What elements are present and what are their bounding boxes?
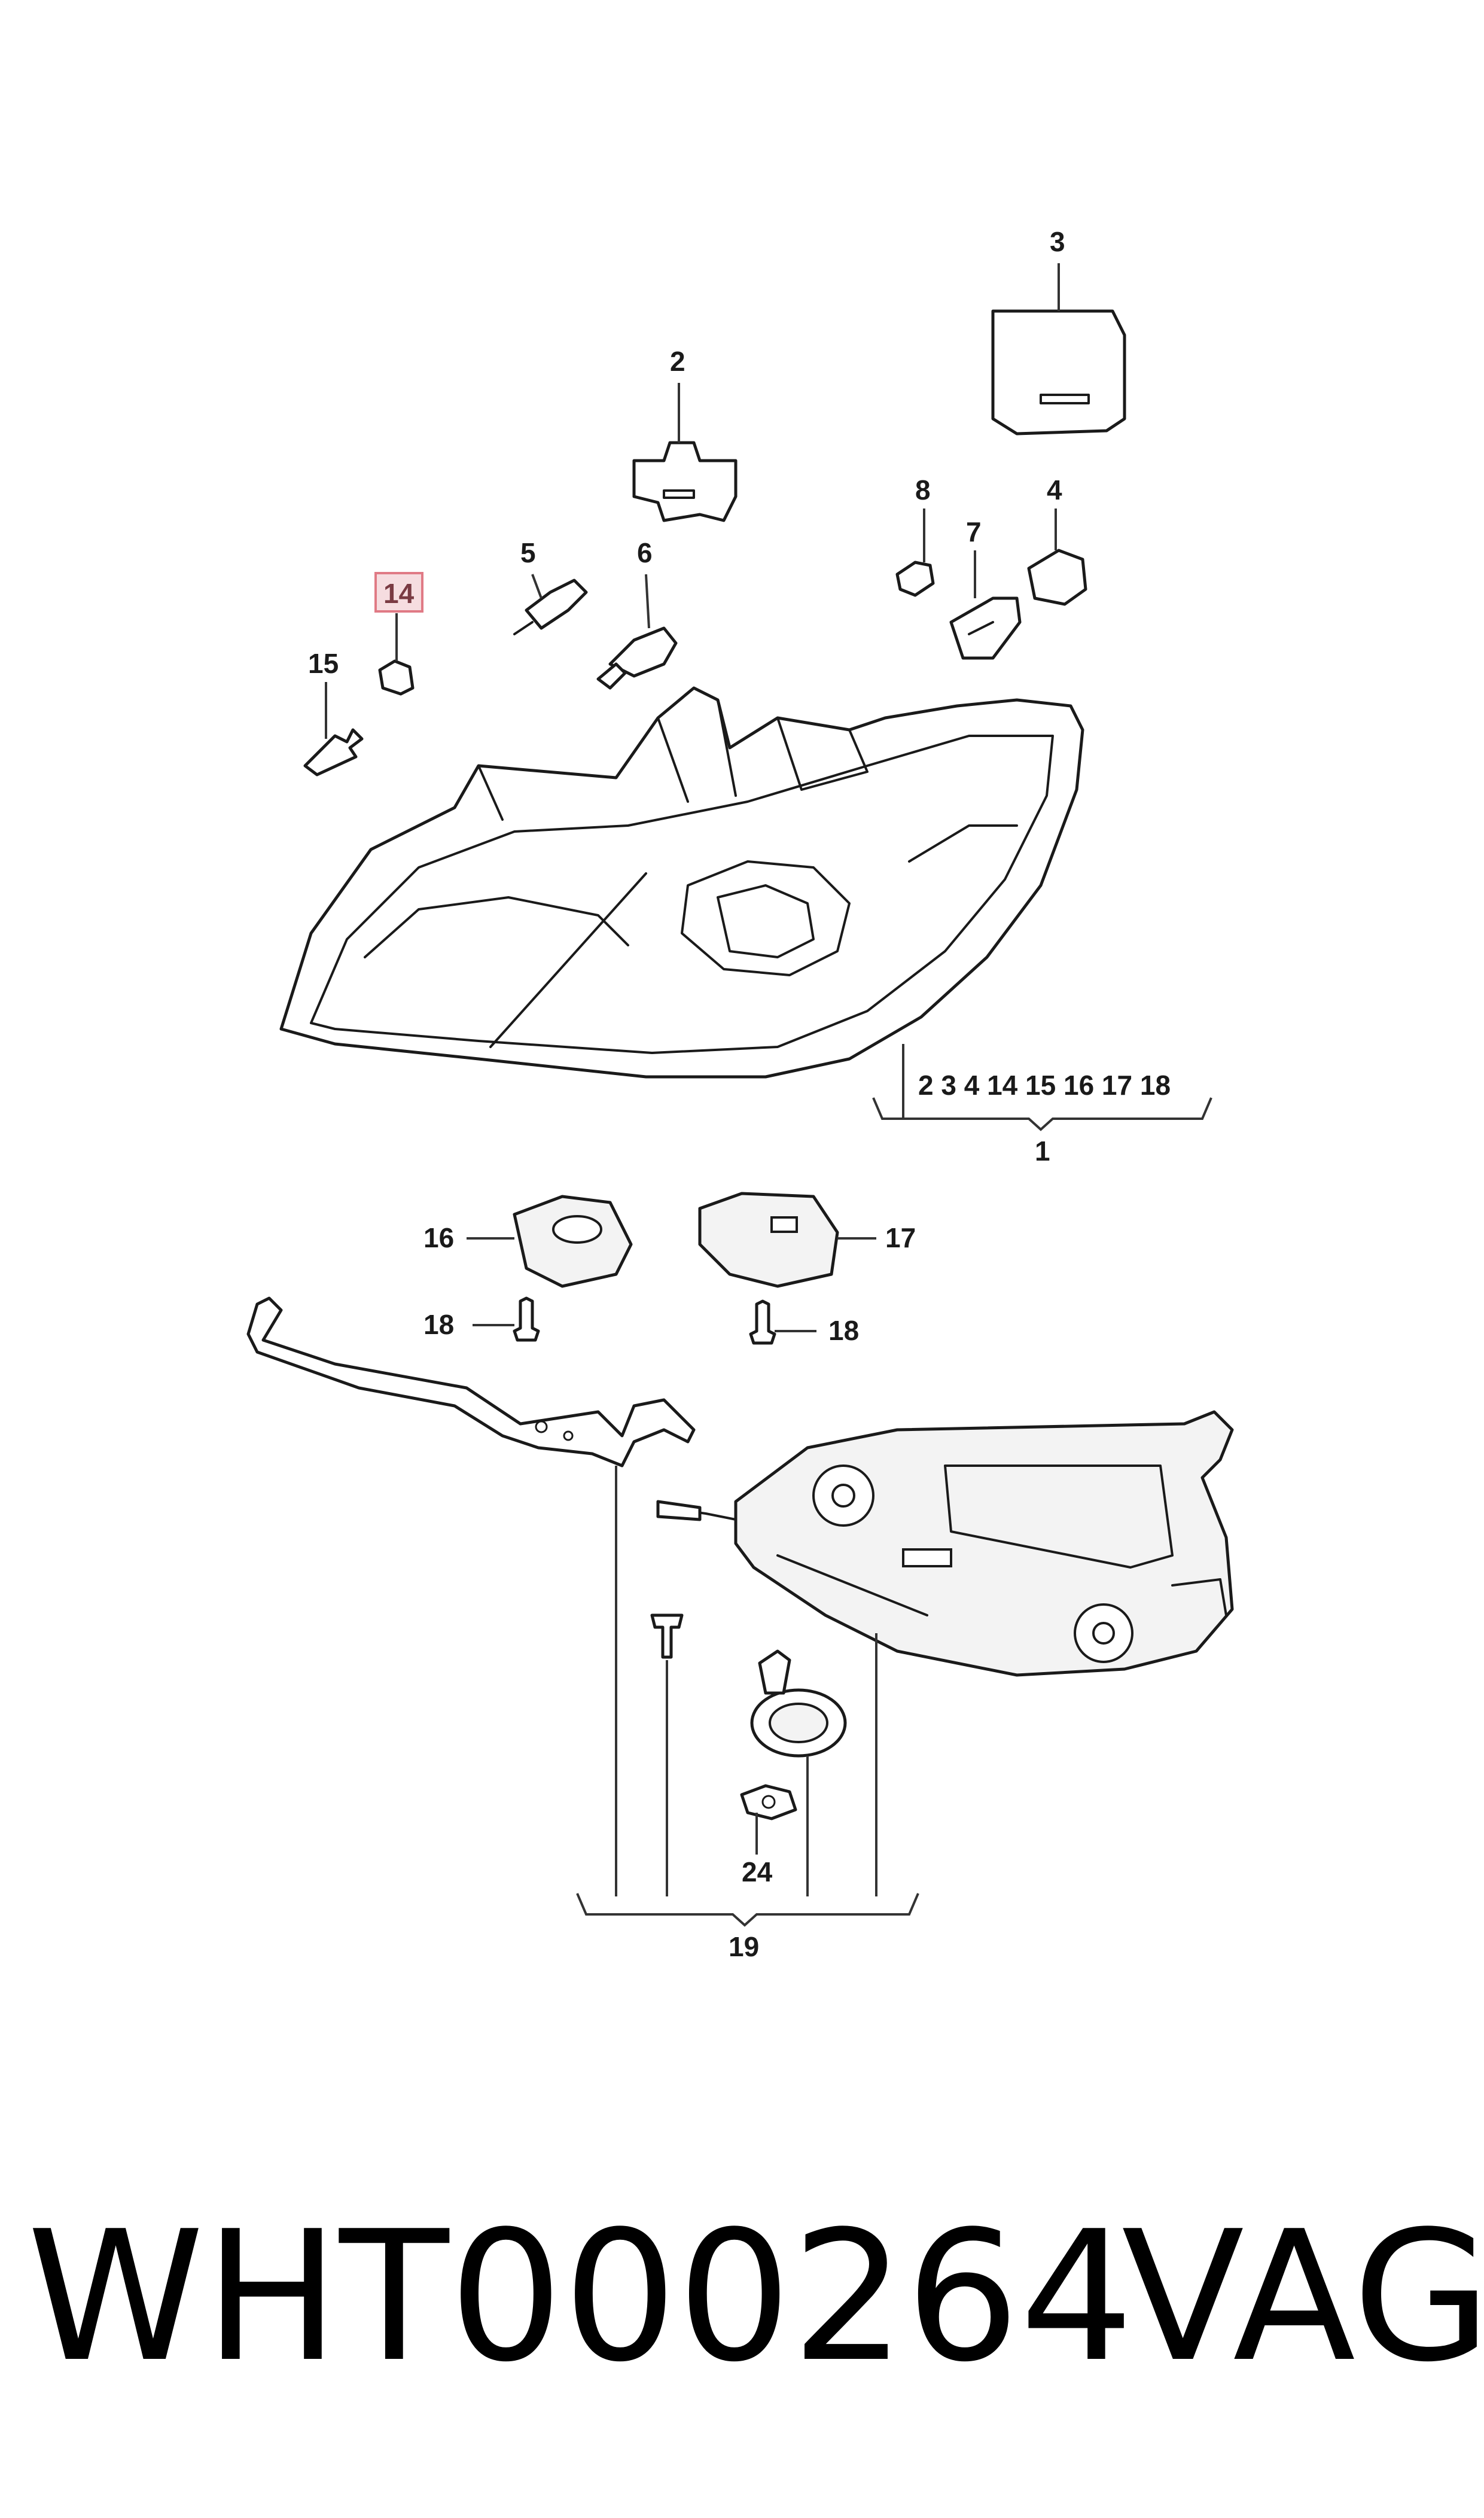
part-8-wedge-bulb xyxy=(895,509,935,597)
bolt xyxy=(650,1613,684,1659)
callout-17: 17 xyxy=(885,1222,916,1253)
bracket-arm xyxy=(246,1296,696,1467)
callout-18-right: 18 xyxy=(828,1315,859,1346)
part-4-bulb-holder xyxy=(1027,509,1087,606)
headlight-assembly xyxy=(279,686,1084,1079)
part-15-pin xyxy=(303,682,364,777)
callout-14[interactable]: 14 xyxy=(383,578,415,609)
callout-15: 15 xyxy=(308,648,339,679)
part-18-screw-left xyxy=(473,1296,540,1342)
footer: WHT000264 VAG xyxy=(0,2208,1484,2423)
part-number: WHT000264 xyxy=(27,2193,1134,2401)
part-5-bulb xyxy=(513,574,588,635)
callout-7: 7 xyxy=(966,516,982,547)
callout-19: 19 xyxy=(729,1931,759,1962)
callout-4: 4 xyxy=(1047,474,1062,506)
part-18-screw-right xyxy=(749,1299,816,1345)
parts-diagram: 2 3 4 14 15 16 17 18 1 2 3 5 6 8 7 xyxy=(246,226,1234,1962)
callout-5: 5 xyxy=(520,537,536,568)
part-24-washer xyxy=(740,1784,797,1855)
callout-6: 6 xyxy=(637,537,653,568)
levelling-housing xyxy=(656,1410,1234,1677)
group-1-bracket xyxy=(872,1044,1212,1131)
callout-14-highlight[interactable] xyxy=(374,572,423,613)
callout-2: 2 xyxy=(670,346,685,377)
part-3-cover-cap xyxy=(991,263,1126,436)
part-16-ballast xyxy=(467,1195,633,1288)
callout-3: 3 xyxy=(1050,226,1065,257)
callout-18-left: 18 xyxy=(423,1309,454,1340)
callout-group-list: 2 3 4 14 15 16 17 18 xyxy=(918,1070,1171,1101)
callout-8: 8 xyxy=(915,474,931,506)
brand-name: VAG xyxy=(1122,2193,1484,2401)
part-6-h7-bulb xyxy=(596,574,678,690)
adjusting-gear xyxy=(750,1649,847,1758)
part-17-module xyxy=(698,1192,876,1288)
callout-24: 24 xyxy=(742,1856,773,1887)
part-7-signal-bulb xyxy=(949,550,1022,660)
callout-1: 1 xyxy=(1035,1135,1050,1167)
part-14-clip xyxy=(378,613,415,696)
part-2-cap xyxy=(632,383,738,522)
callout-16: 16 xyxy=(423,1222,454,1253)
group-19-bracket xyxy=(576,1466,919,1927)
